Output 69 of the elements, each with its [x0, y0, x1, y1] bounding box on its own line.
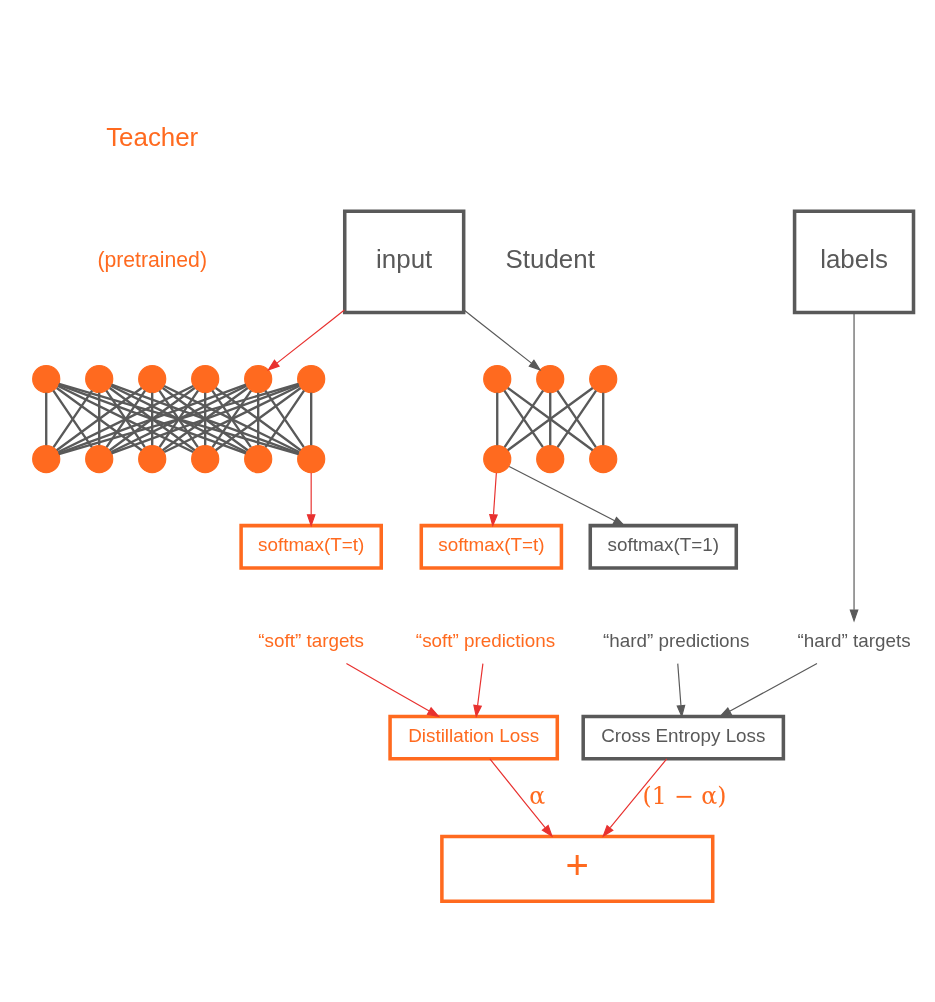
node-box: input — [342, 208, 466, 314]
connector — [549, 392, 552, 445]
connector — [257, 392, 260, 445]
node-box: softmax(T=t) — [239, 523, 383, 570]
connector — [211, 389, 252, 448]
arrow — [345, 662, 441, 717]
node-circle — [244, 364, 273, 393]
arrow — [463, 309, 542, 371]
arrow — [718, 662, 818, 717]
node-circle — [244, 444, 273, 473]
label: Student — [505, 244, 595, 273]
node-text: “hard” predictions — [602, 629, 750, 651]
node-circle — [138, 364, 167, 393]
arrow — [489, 471, 499, 527]
node-circle — [191, 364, 220, 393]
node-box: softmax(T=1) — [588, 523, 739, 570]
connector — [507, 386, 594, 451]
connector — [45, 392, 48, 445]
node-circle — [483, 444, 512, 473]
edge-label: α — [529, 781, 546, 810]
node-circle — [191, 444, 220, 473]
connector — [111, 383, 300, 454]
node-circle — [297, 444, 326, 473]
connector — [56, 386, 143, 451]
node-box: Distillation Loss — [388, 714, 560, 761]
connector — [110, 384, 247, 453]
connector — [310, 392, 313, 445]
arrow — [508, 465, 626, 526]
node-text: “soft” targets — [258, 629, 365, 651]
connector — [98, 392, 101, 445]
node-text: “soft” predictions — [415, 629, 556, 651]
label: (pretrained) — [97, 247, 207, 271]
connector — [264, 389, 305, 448]
label: Teacher — [106, 122, 199, 151]
node-circle — [32, 364, 61, 393]
node-circle — [589, 444, 618, 473]
connector — [204, 392, 207, 445]
arrow — [676, 662, 686, 718]
node-circle — [483, 364, 512, 393]
node-circle — [297, 364, 326, 393]
arrow — [267, 309, 345, 371]
arrow — [489, 757, 554, 838]
node-circle — [85, 444, 114, 473]
connector — [109, 386, 196, 451]
node-circle — [536, 444, 565, 473]
node-box: Cross Entropy Loss — [581, 714, 786, 761]
node-circle — [589, 364, 618, 393]
arrow — [849, 311, 859, 622]
node-circle — [536, 364, 565, 393]
connector — [151, 392, 154, 445]
node-box: labels — [792, 208, 916, 314]
connector — [215, 386, 302, 451]
node-circle — [138, 444, 167, 473]
arrow — [473, 662, 484, 718]
connector — [58, 383, 247, 454]
connector — [57, 384, 194, 453]
node-box: + — [440, 834, 715, 903]
connector — [496, 392, 499, 445]
node-text: “hard” targets — [797, 629, 911, 651]
arrow — [602, 757, 668, 838]
connector — [58, 382, 299, 455]
node-circle — [85, 364, 114, 393]
connector — [602, 392, 605, 445]
node-circle — [32, 444, 61, 473]
node-box: softmax(T=t) — [419, 523, 564, 570]
arrow — [306, 471, 316, 527]
edge-label: (1 − α) — [642, 781, 727, 810]
connector — [163, 384, 300, 453]
connector — [162, 386, 249, 451]
